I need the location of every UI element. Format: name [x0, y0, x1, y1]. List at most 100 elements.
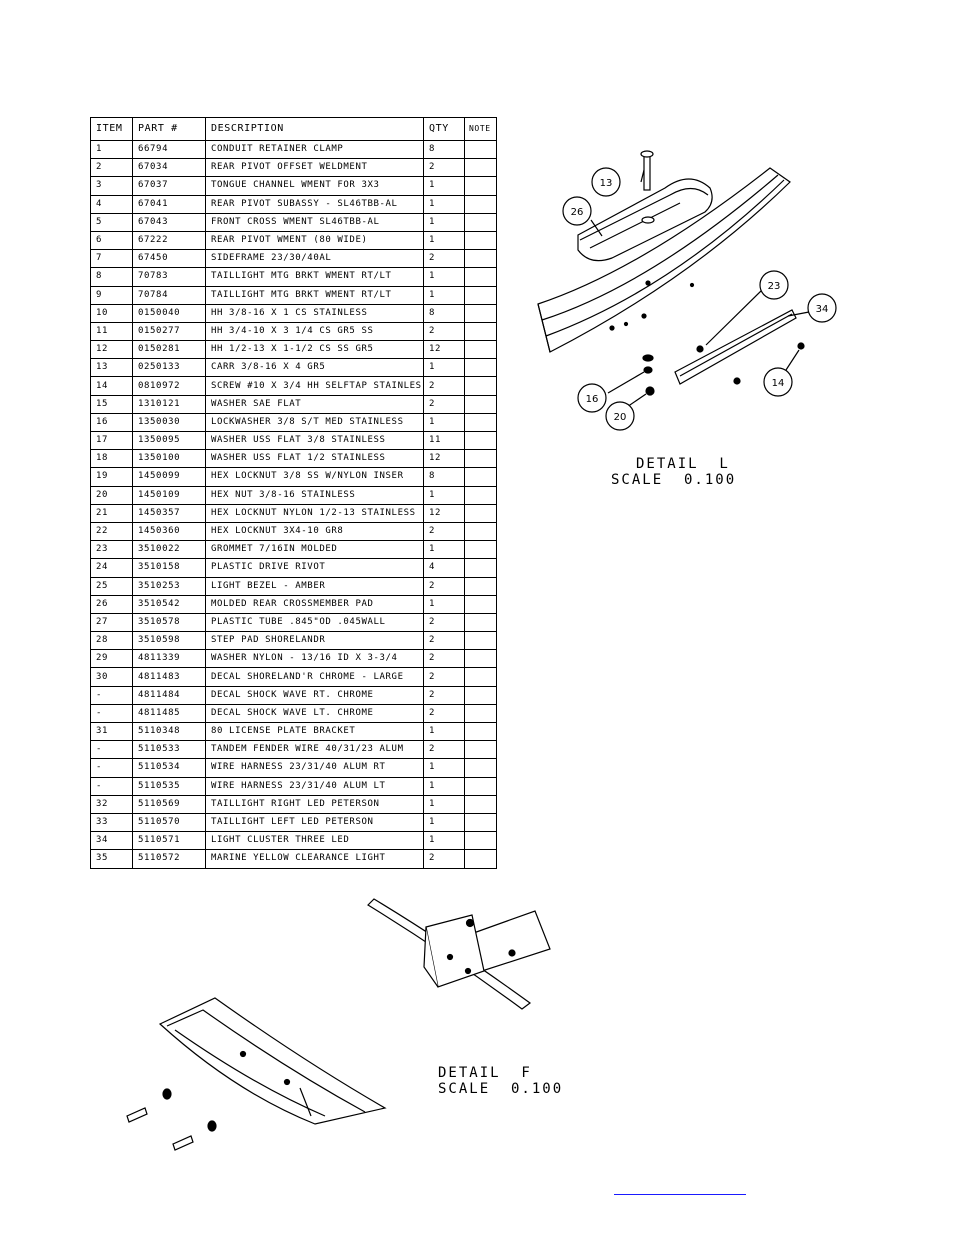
- cell-description: CONDUIT RETAINER CLAMP: [205, 139, 424, 160]
- cell-item: 24: [90, 558, 133, 578]
- cell-description: REAR PIVOT WMENT (80 WIDE): [205, 230, 424, 251]
- cell-qty: 2: [423, 521, 465, 542]
- cell-qty: 2: [423, 703, 465, 724]
- cell-part-number: 66794: [132, 139, 206, 160]
- cell-item: 32: [90, 794, 133, 814]
- cell-note: [464, 340, 497, 360]
- cell-part-number: 5110348: [132, 721, 206, 742]
- cell-description: WASHER USS FLAT 3/8 STAINLESS: [205, 430, 424, 451]
- cell-item: 27: [90, 612, 133, 633]
- cell-qty: 8: [423, 303, 465, 323]
- balloon-23: 23: [768, 281, 781, 292]
- balloon-26: 26: [571, 207, 584, 218]
- cell-note: [464, 285, 497, 305]
- cell-qty: 1: [423, 794, 465, 814]
- cell-item: -: [90, 685, 133, 705]
- cell-description: DECAL SHOCK WAVE LT. CHROME: [205, 703, 424, 724]
- detail-f-bracket-drawing: [367, 898, 551, 1010]
- cell-qty: 1: [423, 212, 465, 232]
- cell-item: 22: [90, 521, 133, 542]
- cell-qty: 1: [423, 721, 465, 742]
- cell-qty: 2: [423, 631, 465, 651]
- cell-item: 19: [90, 467, 133, 487]
- cell-description: DECAL SHOCK WAVE RT. CHROME: [205, 685, 424, 705]
- cell-item: 12: [90, 340, 133, 360]
- cell-note: [464, 831, 497, 851]
- cell-note: [464, 503, 497, 523]
- cell-qty: 2: [423, 685, 465, 705]
- cell-qty: 12: [423, 503, 465, 523]
- cell-qty: 12: [423, 340, 465, 360]
- cell-part-number: 1450360: [132, 521, 206, 542]
- cell-part-number: 3510598: [132, 631, 206, 651]
- cell-description: HH 3/4-10 X 3 1/4 CS GR5 SS: [205, 321, 424, 342]
- cell-item: 31: [90, 721, 133, 742]
- cell-description: FRONT CROSS WMENT SL46TBB-AL: [205, 212, 424, 232]
- balloon-34: 34: [816, 304, 829, 315]
- cell-note: [464, 449, 497, 469]
- cell-note: [464, 721, 497, 742]
- cell-item: 33: [90, 812, 133, 833]
- cell-qty: 2: [423, 576, 465, 596]
- detail-f-scale: SCALE 0.100: [438, 1081, 564, 1097]
- cell-part-number: 4811484: [132, 685, 206, 705]
- cell-part-number: 67041: [132, 194, 206, 214]
- cell-part-number: 0150277: [132, 321, 206, 342]
- cell-description: WIRE HARNESS 23/31/40 ALUM LT: [205, 776, 424, 796]
- cell-note: [464, 267, 497, 287]
- cell-item: -: [90, 740, 133, 760]
- cell-qty: 2: [423, 376, 465, 396]
- cell-note: [464, 358, 497, 378]
- cell-note: [464, 394, 497, 414]
- cell-description: SIDEFRAME 23/30/40AL: [205, 249, 424, 269]
- cell-description: TAILLIGHT MTG BRKT WMENT RT/LT: [205, 267, 424, 287]
- footer-link-underline[interactable]: [614, 1192, 746, 1195]
- cell-part-number: 67222: [132, 230, 206, 251]
- cell-item: 26: [90, 594, 133, 614]
- cell-description: WASHER SAE FLAT: [205, 394, 424, 414]
- cell-item: 9: [90, 285, 133, 305]
- cell-part-number: 5110535: [132, 776, 206, 796]
- cell-description: WASHER USS FLAT 1/2 STAINLESS: [205, 449, 424, 469]
- cell-note: [464, 594, 497, 614]
- cell-note: [464, 467, 497, 487]
- cell-note: [464, 485, 497, 505]
- cell-note: [464, 667, 497, 687]
- cell-description: WIRE HARNESS 23/31/40 ALUM RT: [205, 758, 424, 778]
- cell-item: 16: [90, 412, 133, 433]
- cell-part-number: 70783: [132, 267, 206, 287]
- header-part-number: PART #: [132, 117, 206, 141]
- cell-item: 35: [90, 849, 133, 869]
- cell-note: [464, 212, 497, 232]
- cell-note: [464, 758, 497, 778]
- table-header-row: ITEM PART # DESCRIPTION QTY NOTE: [90, 117, 497, 141]
- cell-part-number: 67037: [132, 176, 206, 196]
- cell-item: 8: [90, 267, 133, 287]
- cell-note: [464, 230, 497, 251]
- cell-qty: 1: [423, 285, 465, 305]
- cell-part-number: 5110570: [132, 812, 206, 833]
- cell-description: TAILLIGHT LEFT LED PETERSON: [205, 812, 424, 833]
- cell-part-number: 1350030: [132, 412, 206, 433]
- cell-qty: 1: [423, 812, 465, 833]
- cell-part-number: 67034: [132, 158, 206, 178]
- cell-description: WASHER NYLON - 13/16 ID X 3-3/4: [205, 649, 424, 669]
- cell-qty: 2: [423, 158, 465, 178]
- cell-description: HEX LOCKNUT NYLON 1/2-13 STAINLESS: [205, 503, 424, 523]
